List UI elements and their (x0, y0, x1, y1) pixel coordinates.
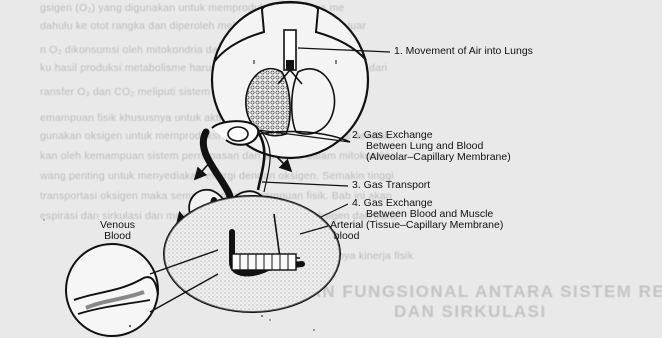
flow-arrow (196, 160, 212, 178)
label-line: (Tissue–Capillary Membrane) (352, 220, 503, 231)
label-movement-of-air: 1. Movement of Air into Lungs (394, 46, 533, 57)
label-line: Blood (100, 231, 135, 242)
label-gas-exchange-lung: 2. Gas Exchange Between Lung and Blood (… (352, 130, 511, 163)
label-line: blood (330, 231, 363, 242)
label-arterial-blood: Arterial blood (330, 220, 363, 242)
label-gas-transport: 3. Gas Transport (352, 180, 430, 191)
muscle-illustration (164, 196, 340, 312)
label-gas-exchange-muscle: 4. Gas Exchange Between Blood and Muscle… (352, 198, 503, 231)
label-venous-blood: Venous Blood (100, 220, 135, 242)
label-line: (Alveolar–Capillary Membrane) (352, 152, 511, 163)
leader-line-3 (262, 182, 348, 186)
